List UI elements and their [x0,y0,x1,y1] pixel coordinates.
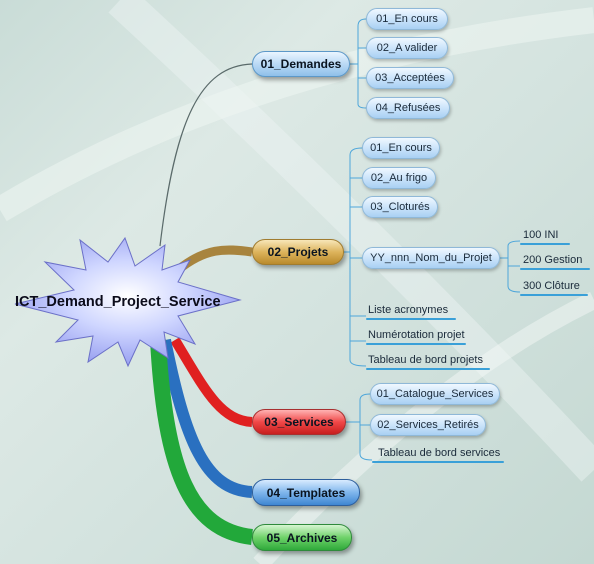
demandes-item-refusees[interactable]: 04_Refusées [366,97,450,119]
project-child-cloture[interactable]: 300 Clôture [523,280,580,292]
branch-templates[interactable]: 04_Templates [252,479,360,506]
project-child-cloture-underline [520,294,588,296]
services-item-catalogue[interactable]: 01_Catalogue_Services [370,383,500,405]
projets-item-clotures[interactable]: 03_Cloturés [362,196,438,218]
projets-item-en-cours[interactable]: 01_En cours [362,137,440,159]
project-child-ini-underline [520,243,570,245]
project-child-gestion[interactable]: 200 Gestion [523,254,583,266]
central-topic[interactable]: ICT_Demand_Project_Service [15,294,221,310]
project-child-ini[interactable]: 100 INI [523,229,559,241]
project-child-gestion-underline [520,268,590,270]
branch-services[interactable]: 03_Services [252,409,346,435]
projets-item-au-frigo[interactable]: 02_Au frigo [362,167,436,189]
branch-demandes[interactable]: 01_Demandes [252,51,350,77]
projets-item-project-template[interactable]: YY_nnn_Nom_du_Projet [362,247,500,269]
services-leaf-tableau-de-bord-underline [372,461,504,463]
projets-leaf-tableau-de-bord-underline [366,368,490,370]
services-leaf-tableau-de-bord[interactable]: Tableau de bord services [378,447,501,459]
demandes-item-a-valider[interactable]: 02_A valider [366,37,448,59]
demandes-item-en-cours[interactable]: 01_En cours [366,8,448,30]
services-item-retires[interactable]: 02_Services_Retirés [370,414,486,436]
projets-leaf-liste-acronymes-underline [366,318,456,320]
projets-leaf-numerotation[interactable]: Numérotation projet [368,329,465,341]
branch-projets[interactable]: 02_Projets [252,239,344,265]
projets-leaf-tableau-de-bord[interactable]: Tableau de bord projets [368,354,483,366]
demandes-item-acceptees[interactable]: 03_Acceptées [366,67,454,89]
projets-leaf-numerotation-underline [366,343,466,345]
projets-leaf-liste-acronymes[interactable]: Liste acronymes [368,304,449,316]
branch-archives[interactable]: 05_Archives [252,524,352,551]
